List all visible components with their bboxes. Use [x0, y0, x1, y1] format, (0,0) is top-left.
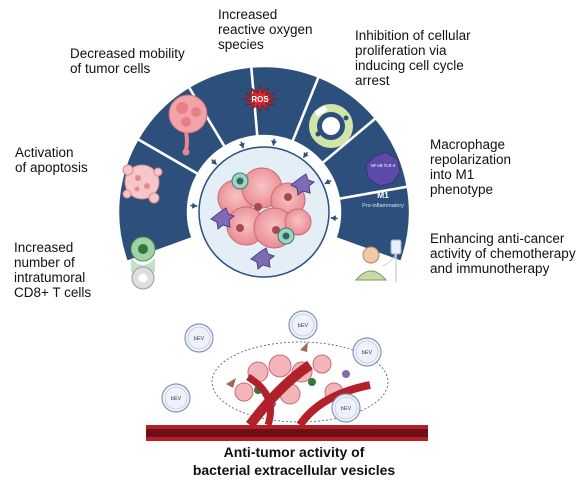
label-macrophage: Macrophage repolarization into M1 phenot…	[430, 137, 512, 197]
vesicle-icon: bEV	[288, 310, 318, 340]
vesicle-label: bEV	[298, 323, 309, 329]
arrowhead-6	[324, 178, 331, 185]
arrows-to-tumor	[190, 138, 338, 222]
figure-title: Anti-tumor activity of bacterial extrace…	[192, 444, 396, 478]
vesicle-icon: bEV	[352, 337, 382, 367]
pro-inflammatory-label: Pro-inflammatory	[362, 203, 404, 209]
ros-icon: ROS	[242, 84, 278, 114]
m1-markers-text: NF-κB TLR-4	[371, 163, 396, 168]
vesicle-label: bEV	[194, 336, 205, 342]
patient-iv-icon	[354, 239, 402, 282]
blood-vessel-icon	[146, 360, 428, 441]
sector-reactive-oxygen	[249, 64, 321, 144]
label-reactive-oxygen: Increased reactive oxygen species	[218, 7, 313, 52]
vesicle-icon: bEV	[161, 383, 191, 413]
vesicle-icon: bEV	[184, 323, 214, 353]
vesicle-label: bEV	[362, 350, 373, 356]
tumor-cluster-icon	[234, 354, 350, 408]
arrowhead-2	[210, 158, 217, 165]
vesicle-icon: bEV	[331, 393, 361, 423]
arrowhead-7	[330, 215, 336, 222]
arrowhead-3	[238, 142, 245, 149]
label-apoptosis: Activation of apoptosis	[15, 145, 88, 175]
label-cell-proliferation: Inhibition of cellular proliferation via…	[355, 28, 471, 88]
bacterial-vesicles: bEV bEV bEV bEV bEV	[161, 310, 382, 423]
t-cell-icon	[231, 172, 295, 245]
vesicle-label: bEV	[341, 406, 352, 412]
ros-label: ROS	[251, 95, 269, 104]
cell-cycle-icon	[309, 104, 353, 148]
m1-label: M1	[377, 190, 389, 200]
arrowhead-5	[303, 151, 309, 158]
label-chemo-immuno: Enhancing anti-cancer activity of chemot…	[430, 231, 576, 276]
vesicle-tumor-illustration	[146, 341, 428, 441]
tumor-center	[198, 146, 330, 278]
migrating-tumor-cell-icon	[168, 94, 208, 156]
vesicle-label: bEV	[171, 396, 182, 402]
label-cd8-t-cells: Increased number of intratumoral CD8+ T …	[14, 240, 92, 300]
sector-tumor-mobility	[187, 65, 259, 149]
m1-macrophage-icon: NF-κB TLR-4 M1 Pro-inflammatory	[362, 151, 404, 209]
t-cells-icon	[130, 236, 156, 290]
label-tumor-mobility: Decreased mobility of tumor cells	[70, 46, 185, 76]
apoptotic-cell-icon	[122, 164, 163, 204]
arrowhead-1	[192, 202, 198, 209]
macrophage-icon	[210, 173, 316, 270]
arrowhead-4	[271, 140, 277, 146]
